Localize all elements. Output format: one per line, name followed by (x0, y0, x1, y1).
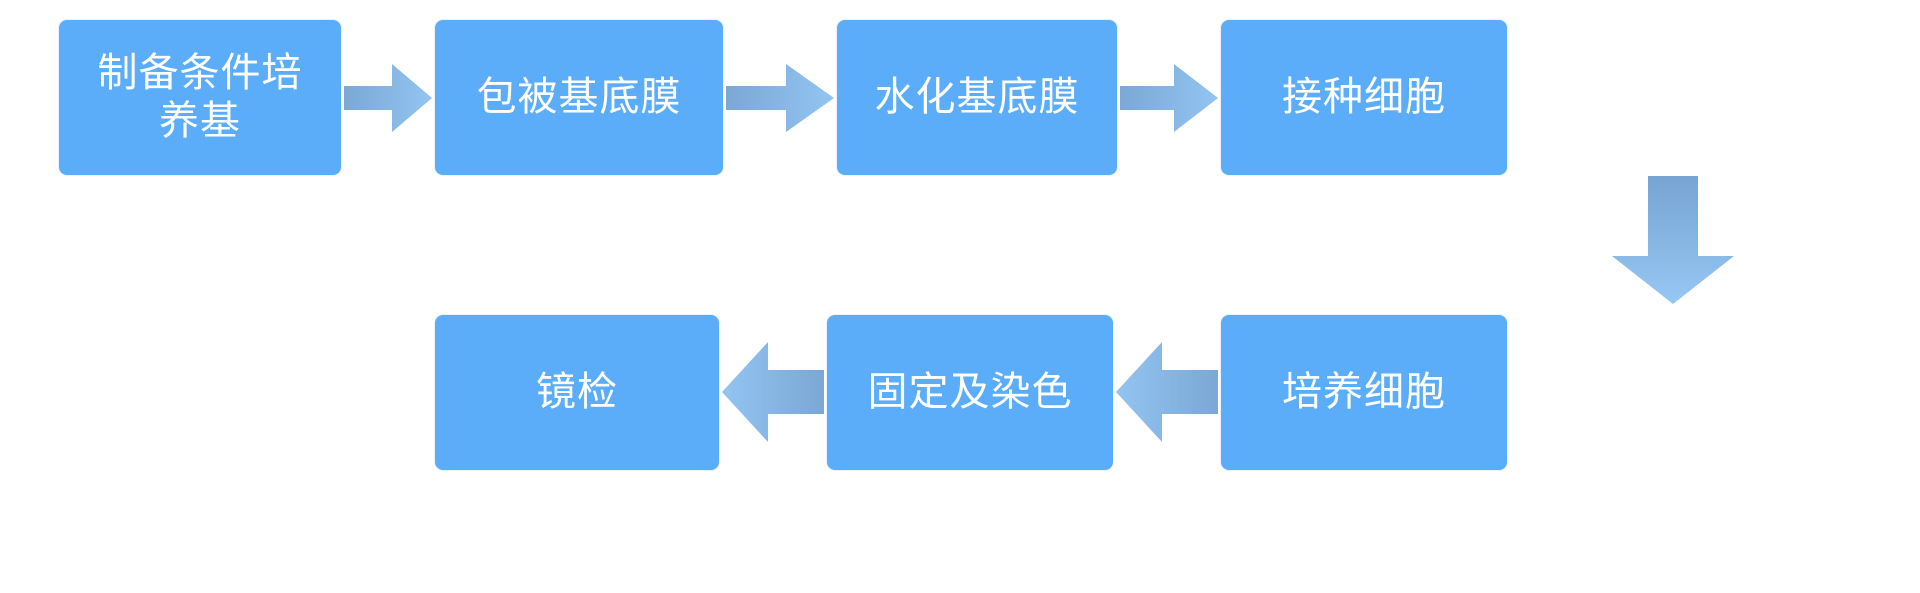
arrow-left-icon-culture-to-stain (1116, 342, 1218, 442)
flow-node-seed[interactable]: 接种细胞 (1220, 19, 1508, 176)
flow-node-culture-label: 培养细胞 (1282, 369, 1446, 414)
flow-node-medium[interactable]: 制备条件培 养基 (58, 19, 342, 176)
flow-node-hydrate[interactable]: 水化基底膜 (836, 19, 1118, 176)
arrow-right-icon-medium-to-coat (344, 64, 432, 132)
flow-node-stain[interactable]: 固定及染色 (826, 314, 1114, 471)
arrow-right-icon-coat-to-hydrate (726, 64, 834, 132)
flow-node-micro[interactable]: 镜检 (434, 314, 720, 471)
flow-node-medium-label: 制备条件培 养基 (97, 51, 303, 143)
flow-node-coat[interactable]: 包被基底膜 (434, 19, 724, 176)
arrow-down-icon-seed-to-culture (1612, 176, 1734, 304)
flow-node-micro-label: 镜检 (536, 369, 618, 414)
arrow-left-icon-stain-to-micro (722, 342, 824, 442)
flow-node-stain-label: 固定及染色 (867, 369, 1073, 414)
flow-node-seed-label: 接种细胞 (1282, 74, 1446, 119)
flow-node-hydrate-label: 水化基底膜 (874, 74, 1080, 119)
flow-node-coat-label: 包被基底膜 (476, 74, 682, 119)
flow-node-culture[interactable]: 培养细胞 (1220, 314, 1508, 471)
arrow-right-icon-hydrate-to-seed (1120, 64, 1218, 132)
